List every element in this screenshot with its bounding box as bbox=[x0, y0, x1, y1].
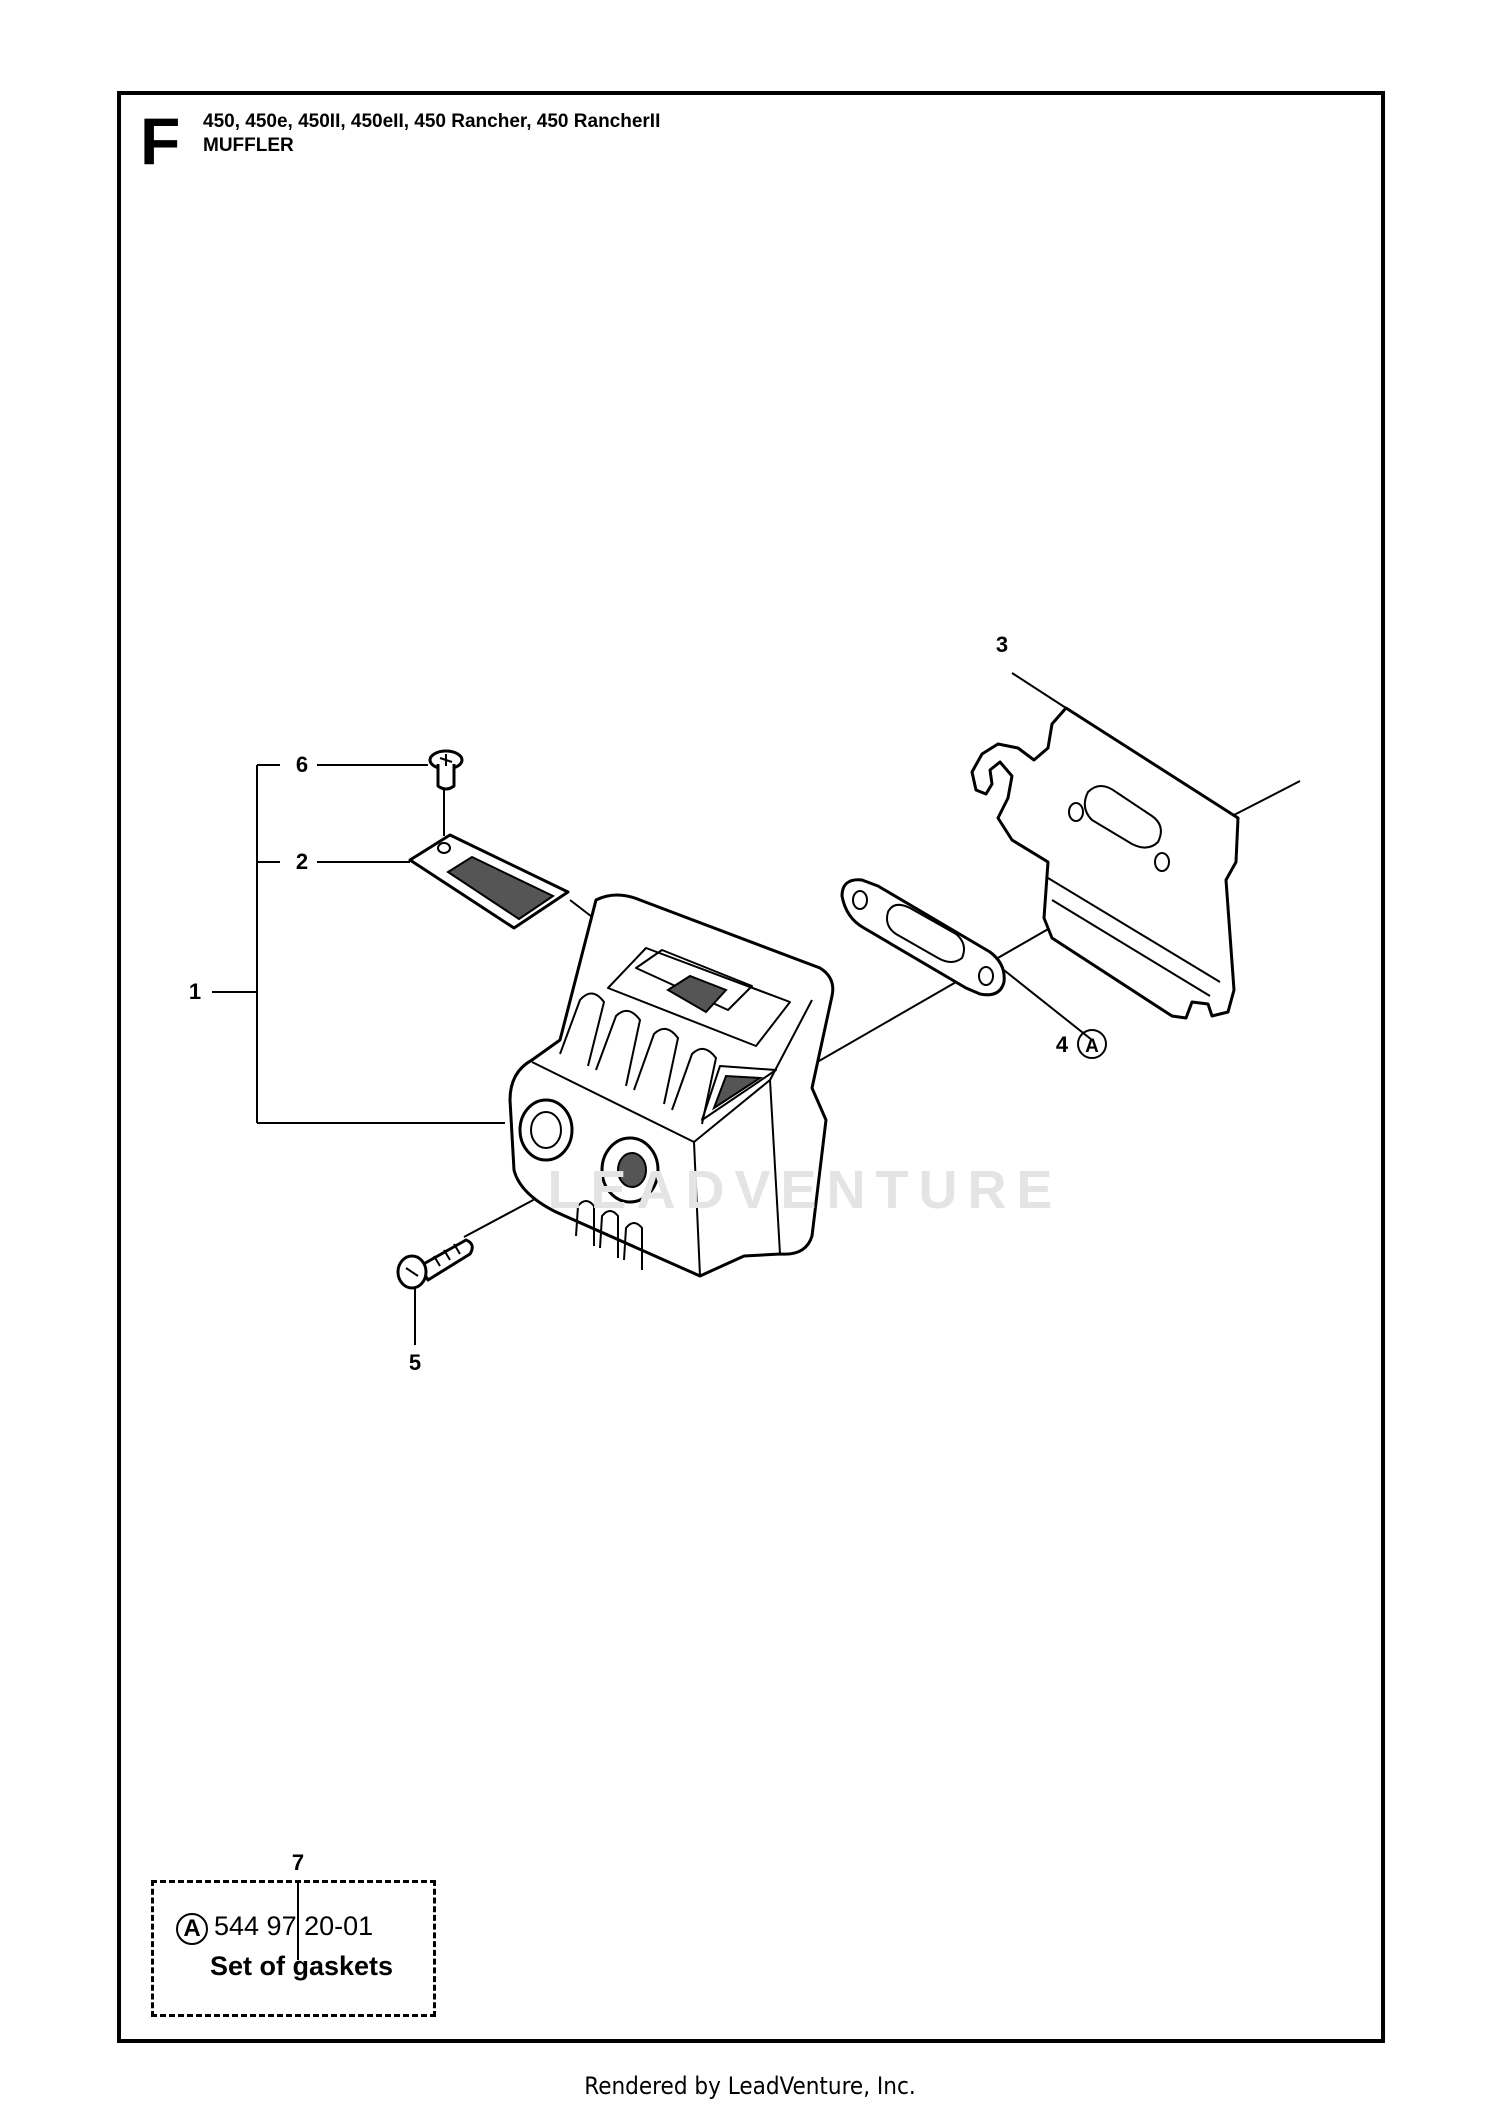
screen-screw bbox=[428, 749, 464, 791]
callout-6: 6 bbox=[296, 752, 308, 777]
muffler-body bbox=[508, 893, 835, 1278]
gasket-kit-marker bbox=[1077, 1029, 1107, 1059]
callout-7: 7 bbox=[292, 1850, 304, 1875]
heat-shield-plate bbox=[970, 706, 1240, 1020]
diagram-title: MUFFLER bbox=[203, 135, 294, 156]
spark-arrester-screen bbox=[408, 833, 570, 930]
kit-description: Set of gaskets bbox=[210, 1951, 394, 1981]
callout-1: 1 bbox=[189, 979, 201, 1004]
callout-5: 5 bbox=[409, 1350, 421, 1375]
kit-marker-letter: A bbox=[176, 1913, 208, 1945]
section-letter: F bbox=[140, 104, 181, 178]
footer-credit: Rendered by LeadVenture, Inc. bbox=[584, 2072, 916, 2100]
exhaust-gasket bbox=[840, 878, 1006, 997]
diagram-frame bbox=[117, 91, 1385, 2043]
kit-part-number: 544 97 20-01 bbox=[214, 1911, 374, 1941]
gasket-kit-box: A 544 97 20-01 Set of gaskets bbox=[151, 1880, 436, 2017]
callout-4-kit-letter: A bbox=[1085, 1036, 1099, 1057]
model-list: 450, 450e, 450II, 450eII, 450 Rancher, 4… bbox=[203, 111, 661, 132]
watermark-logo: LEADVENTURE bbox=[547, 1160, 1062, 1220]
muffler-bolt bbox=[396, 1238, 474, 1290]
assembly-bracket bbox=[212, 764, 505, 1124]
callout-3: 3 bbox=[996, 632, 1008, 657]
callout-4: 4 bbox=[1056, 1032, 1069, 1057]
callout-2: 2 bbox=[296, 849, 308, 874]
